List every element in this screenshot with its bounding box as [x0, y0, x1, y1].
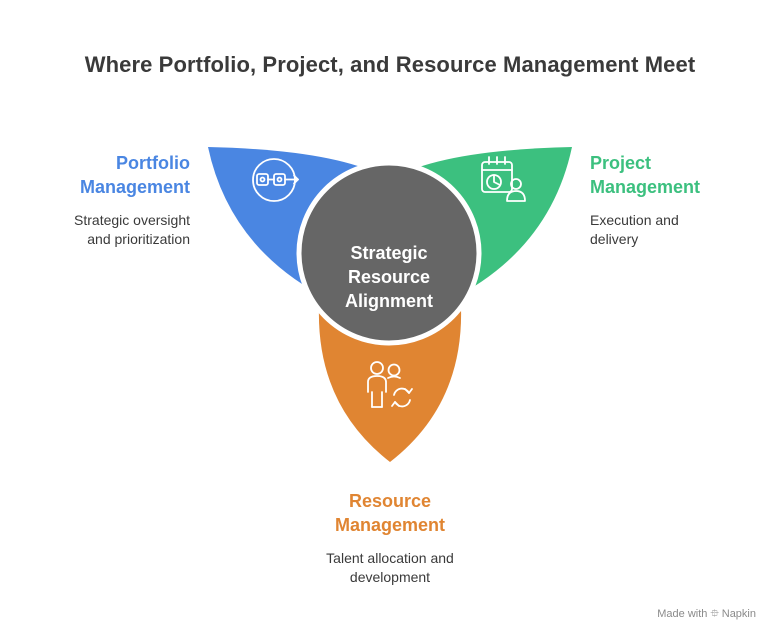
center-label-line2: Resource [348, 267, 430, 287]
portfolio-heading-line2: Management [79, 177, 190, 197]
center-label-line1: Strategic [350, 243, 427, 263]
resource-heading-line2: Management [334, 515, 446, 535]
resource-description: Talent allocation and development [290, 549, 490, 587]
portfolio-heading: Portfolio Management [80, 151, 190, 199]
portfolio-desc-line2: and prioritization [87, 231, 190, 247]
center-circle [296, 160, 482, 346]
resource-desc-line2: development [349, 569, 431, 585]
project-heading-line2: Management [590, 177, 701, 197]
project-desc-line2: delivery [590, 231, 639, 247]
center-label-line3: Alignment [345, 291, 433, 311]
people-sync-icon [367, 361, 413, 408]
project-heading: Project Management [590, 151, 700, 199]
workflow-icon [252, 158, 299, 202]
portfolio-heading-line1: Portfolio [116, 153, 190, 173]
page-title: Where Portfolio, Project, and Resource M… [84, 52, 696, 77]
project-desc-line1: Execution and [590, 212, 679, 228]
project-description: Execution and delivery [590, 211, 679, 249]
resource-heading: Resource Management [290, 489, 490, 537]
resource-desc-line1: Talent allocation and [326, 550, 454, 566]
napkin-credit[interactable]: Made with ⯐ Napkin [657, 608, 756, 620]
resource-heading-line1: Resource [348, 491, 432, 511]
portfolio-desc-line1: Strategic oversight [74, 212, 190, 228]
project-heading-line1: Project [590, 153, 652, 173]
portfolio-description: Strategic oversight and prioritization [74, 211, 190, 249]
calendar-person-icon [481, 156, 526, 202]
